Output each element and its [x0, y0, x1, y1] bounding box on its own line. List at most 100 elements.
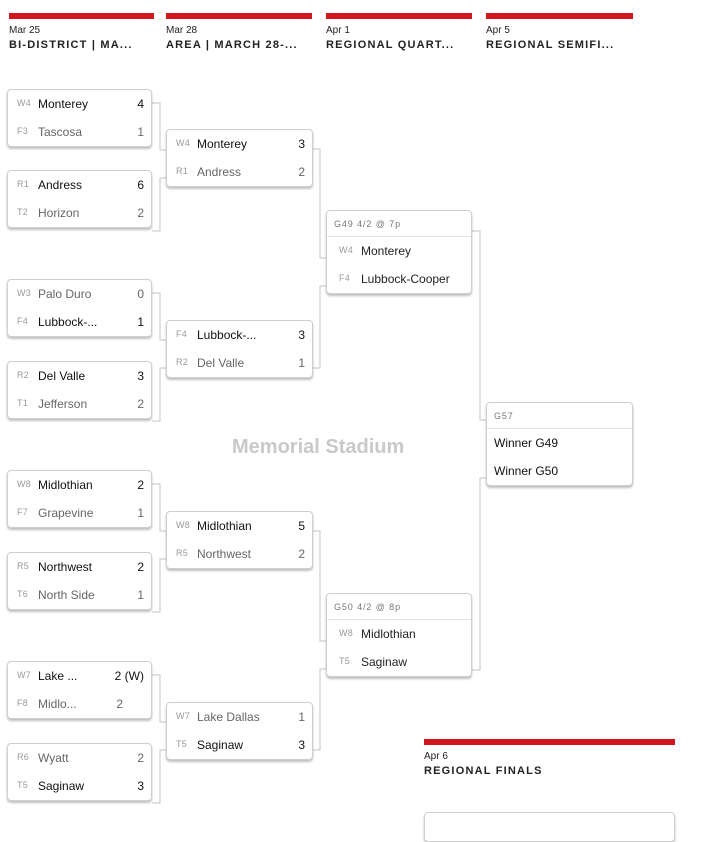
- team-score: 2: [116, 697, 123, 711]
- venue-label: Memorial Stadium: [232, 436, 405, 458]
- round-header-quarterfinals: Apr 1 REGIONAL QUART...: [326, 13, 472, 52]
- bracket-connector-line: [152, 102, 166, 151]
- seed-label: F8: [17, 698, 29, 708]
- seed-label: T1: [17, 398, 29, 408]
- team-score: 0: [137, 287, 144, 301]
- team-name: Midlothian: [38, 478, 93, 492]
- team-score: 2: [298, 165, 305, 179]
- seed-label: R5: [176, 548, 189, 558]
- team-score: 1: [137, 588, 144, 602]
- seed-label: F3: [17, 126, 29, 136]
- round-name: REGIONAL QUART...: [326, 39, 455, 51]
- seed-label: T5: [339, 656, 351, 666]
- matchup-card[interactable]: W7 Lake ... 2 (W) F8 Midlo... 2: [7, 661, 152, 719]
- round-name: BI-DISTRICT | MA...: [9, 39, 133, 51]
- seed-label: T2: [17, 207, 29, 217]
- round-date: Mar 28: [166, 25, 198, 36]
- team-name: Jefferson: [38, 397, 88, 411]
- team-score: 2: [137, 478, 144, 492]
- team-score: 4: [137, 97, 144, 111]
- team-score: 3: [298, 738, 305, 752]
- bracket-connector-line: [152, 483, 166, 532]
- team-score: 3: [298, 328, 305, 342]
- round-header-bidistrict: Mar 25 BI-DISTRICT | MA...: [9, 13, 154, 52]
- round-name: REGIONAL FINALS: [424, 765, 543, 777]
- team-row: F4 Lubbock-Cooper: [327, 265, 471, 293]
- team-name: Lubbock-...: [38, 315, 98, 329]
- round-header-semifinals: Apr 5 REGIONAL SEMIFI...: [486, 13, 633, 52]
- round-date: Apr 6: [424, 751, 448, 762]
- seed-label: F4: [176, 329, 188, 339]
- seed-label: R5: [17, 561, 30, 571]
- bracket-connector-line: [313, 668, 326, 751]
- round-name: REGIONAL SEMIFI...: [486, 39, 615, 51]
- team-score: 1: [137, 315, 144, 329]
- team-name: Midlo...: [38, 697, 77, 711]
- bracket-connector-line: [313, 285, 326, 369]
- team-name: Lake ...: [38, 669, 78, 683]
- seed-label: F4: [339, 273, 351, 283]
- seed-label: W7: [17, 670, 32, 680]
- team-score: 2 (W): [114, 669, 144, 683]
- bracket-connector-line: [152, 674, 166, 723]
- bracket-connector-line: [152, 292, 166, 341]
- team-name: Saginaw: [38, 779, 85, 793]
- team-name: Saginaw: [197, 738, 244, 752]
- round-accent-bar: [486, 13, 633, 19]
- team-score: 3: [137, 369, 144, 383]
- team-name: Winner G50: [494, 464, 559, 478]
- seed-label: W8: [17, 479, 32, 489]
- seed-label: W4: [339, 245, 354, 255]
- seed-label: W4: [176, 138, 191, 148]
- round-date: Apr 5: [486, 25, 510, 36]
- team-name: Lubbock-Cooper: [361, 272, 450, 286]
- team-score: 1: [298, 710, 305, 724]
- team-row: W7 Lake ... 2 (W): [8, 662, 151, 690]
- round-accent-bar: [166, 13, 312, 19]
- team-score: 3: [137, 779, 144, 793]
- seed-label: W3: [17, 288, 32, 298]
- team-name: Andress: [197, 165, 242, 179]
- game-card[interactable]: G57 Winner G49 Winner G50: [486, 402, 633, 486]
- team-name: Monterey: [38, 97, 89, 111]
- seed-label: R6: [17, 752, 30, 762]
- bracket-connectors: [152, 102, 486, 804]
- game-header: G49 4/2 @ 7p: [327, 211, 471, 237]
- team-name: Lake Dallas: [197, 710, 260, 724]
- bracket-connector-line: [152, 367, 166, 422]
- team-score: 2: [137, 560, 144, 574]
- team-score: 2: [137, 206, 144, 220]
- team-name: Tascosa: [38, 125, 83, 139]
- team-score: 2: [137, 751, 144, 765]
- final-game-card[interactable]: [424, 812, 675, 842]
- team-name: Grapevine: [38, 506, 94, 520]
